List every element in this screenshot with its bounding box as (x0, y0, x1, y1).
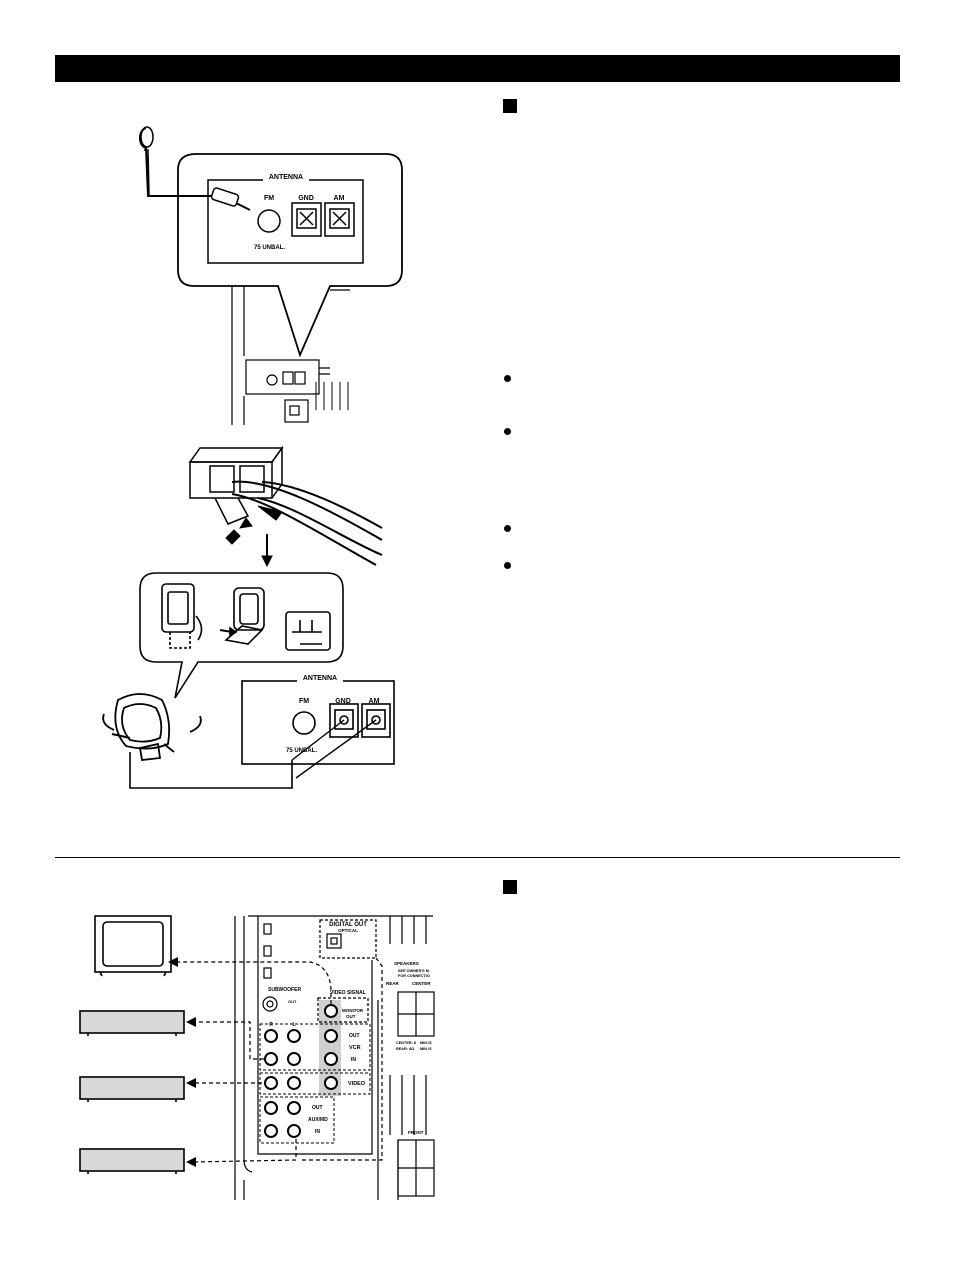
left-channel-label: L (292, 1022, 295, 1028)
video-devices (79, 915, 185, 1174)
fm-label-2: FM (299, 698, 309, 705)
receiver-rear-panel (234, 915, 435, 1200)
am-connector-detail (188, 445, 383, 566)
min-label-2: MIN./S (420, 1047, 432, 1051)
front-speaker-label: FRONT (408, 1130, 424, 1135)
section-divider (55, 857, 900, 858)
aux-in-label: IN (315, 1129, 320, 1135)
gnd-label: GND (298, 195, 314, 202)
am-panel-labels: ANTENNA FM GND AM 75 UNBAL. (286, 671, 380, 754)
connection-arrowheads (168, 957, 196, 1167)
connection-lines (176, 957, 383, 1163)
bullet-dot-1 (504, 375, 511, 382)
bullet-dot-2 (504, 428, 511, 435)
rca-jacks (264, 1004, 338, 1138)
vcr-label: VCR (349, 1045, 361, 1051)
bullet-dot-4 (504, 562, 511, 569)
subwoofer-label: SUBWOOFER (268, 987, 301, 993)
subwoofer-out-label: OUT (288, 999, 297, 1004)
am-loop-antenna (102, 693, 293, 789)
unbal-label: 75 UNBAL. (254, 245, 285, 251)
fm-antenna-illustration (139, 126, 403, 358)
fm-panel-labels: ANTENNA FM GND AM 75 UNBAL. (254, 170, 345, 251)
rear-panel-labels: DIGITAL OUT OPTICAL SUBWOOFER OUT VIDEO … (268, 922, 432, 1135)
am-label: AM (334, 195, 345, 202)
am-label-2: AM (369, 698, 380, 705)
loop-antenna-assembly-bubble (139, 572, 344, 699)
section-header-bar (55, 55, 900, 82)
fm-label: FM (264, 195, 274, 202)
min-label-1: MIN./S (420, 1041, 432, 1045)
antenna-label: ANTENNA (269, 174, 303, 181)
vcr-out-label: OUT (349, 1033, 360, 1039)
receiver-rear-corner (231, 286, 350, 425)
aux-out-label: OUT (312, 1105, 323, 1111)
aux-md-label: AUX/MD (308, 1117, 328, 1123)
speakers-label: SPEAKERS (394, 961, 419, 966)
antenna-label-2: ANTENNA (303, 675, 337, 682)
center-impedance-label: CENTER: 8 (396, 1041, 416, 1045)
rear-impedance-label: REAR: 8Ω (396, 1047, 414, 1051)
rear-speaker-label: REAR (386, 981, 400, 986)
video-signal-label: VIDEO SIGNAL (330, 990, 366, 996)
speakers-note-1: SEE OWNER'S M (398, 969, 429, 973)
center-speaker-label: CENTER (412, 981, 431, 986)
digital-out-label: DIGITAL OUT (329, 922, 367, 928)
speakers-note-2: FOR CONNECTIO (398, 974, 430, 978)
gnd-label-2: GND (335, 698, 351, 705)
vcr-in-label: IN (351, 1057, 356, 1063)
unbal-label-2: 75 UNBAL. (286, 748, 317, 754)
right-channel-label: R (269, 1022, 273, 1028)
video-label: VIDEO (348, 1081, 366, 1087)
monitor-out-label: OUT (346, 1014, 356, 1019)
section-marker-antenna (503, 99, 517, 113)
optical-label: OPTICAL (338, 928, 358, 933)
bullet-dot-3 (504, 525, 511, 532)
am-panel (241, 680, 395, 779)
am-arrows (225, 505, 283, 568)
monitor-label: MONITOR (342, 1008, 364, 1013)
section-marker-video (503, 880, 517, 894)
